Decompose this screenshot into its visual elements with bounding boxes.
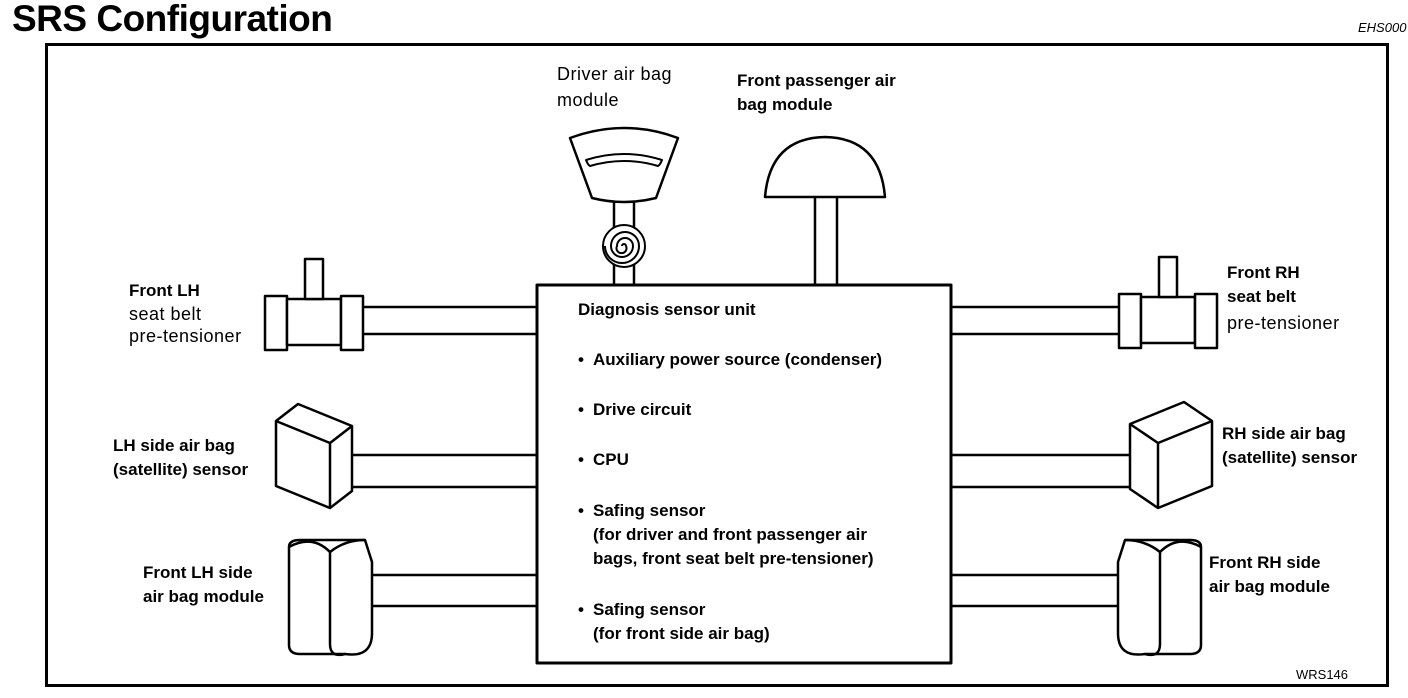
passenger-airbag-icon: [763, 135, 887, 285]
diagram-frame: [45, 43, 1389, 687]
unit-item-cpu: • CPU: [578, 448, 629, 472]
front-lh-pretensioner-label-line1: Front LH: [129, 281, 200, 300]
diagnosis-sensor-unit-box: [535, 283, 953, 665]
passenger-airbag-label: Front passenger air bag module: [737, 71, 896, 114]
front-rh-pretensioner-icon: [951, 255, 1219, 350]
unit-item-text: Auxiliary power source (condenser): [593, 350, 883, 369]
unit-item-text: CPU: [593, 450, 629, 469]
bullet: •: [578, 400, 584, 419]
front-rh-pretensioner-label-line1: Front RH: [1227, 263, 1300, 282]
bullet: •: [578, 450, 584, 469]
unit-item-drive-circuit: • Drive circuit: [578, 398, 691, 422]
rh-side-sensor-label: RH side air bag (satellite) sensor: [1222, 424, 1358, 467]
unit-item-text: Safing sensor: [593, 600, 706, 619]
front-lh-side-module-label: Front LH side air bag module: [143, 563, 264, 606]
front-rh-pretensioner-label-line3: pre-tensioner: [1227, 313, 1340, 333]
front-rh-side-module-icon: [951, 538, 1203, 657]
unit-item-text: Safing sensor: [593, 501, 706, 520]
driver-airbag-icon: [568, 126, 680, 285]
front-lh-pretensioner-label-line3: pre-tensioner: [129, 326, 242, 346]
reference-code: EHS000: [1358, 20, 1407, 35]
figure-code: WRS146: [1296, 667, 1349, 682]
unit-item-text: Drive circuit: [593, 400, 692, 419]
unit-item-safing-sensor-2: • Safing sensor (for front side air bag): [578, 598, 770, 646]
front-rh-pretensioner-label-line2: seat belt: [1227, 287, 1296, 306]
lh-side-sensor-label: LH side air bag (satellite) sensor: [113, 436, 249, 479]
driver-airbag-label: Driver air bag module: [557, 64, 673, 110]
bullet: •: [578, 350, 584, 369]
front-rh-side-module-label: Front RH side air bag module: [1209, 553, 1330, 596]
page-title: SRS Configuration: [12, 0, 333, 39]
unit-item-subtext: (for front side air bag): [593, 624, 770, 643]
spiral-cable-icon: [602, 224, 646, 268]
bullet: •: [578, 600, 584, 619]
unit-item-subtext: (for driver and front passenger air bags…: [593, 525, 874, 568]
front-lh-pretensioner-icon: [263, 257, 537, 352]
front-lh-side-module-icon: [287, 538, 537, 657]
front-lh-pretensioner-label-line2: seat belt: [129, 304, 202, 324]
rh-side-sensor-icon: [951, 400, 1214, 510]
lh-side-sensor-icon: [274, 402, 537, 510]
bullet: •: [578, 501, 584, 520]
unit-item-auxiliary-power: • Auxiliary power source (condenser): [578, 348, 882, 372]
unit-item-safing-sensor-1: • Safing sensor (for driver and front pas…: [578, 499, 874, 571]
diagnosis-sensor-unit-title: Diagnosis sensor unit: [578, 300, 756, 319]
